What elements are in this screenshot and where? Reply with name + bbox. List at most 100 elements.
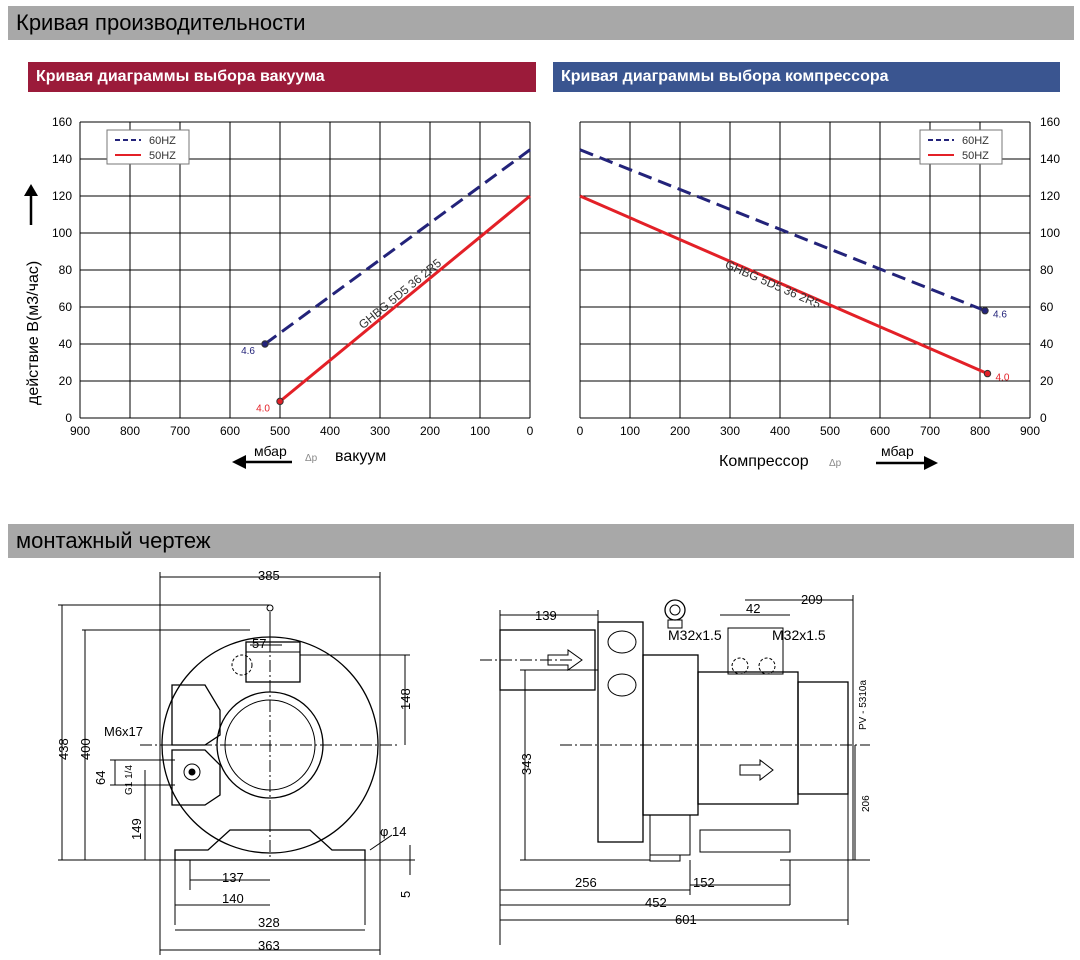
dim-phi-14: φ 14 <box>380 824 407 839</box>
dim-57: 57 <box>252 636 266 651</box>
x-tick-label: 200 <box>670 424 690 438</box>
series-line-60hz <box>579 148 986 313</box>
dim-42: 42 <box>746 601 760 616</box>
y-tick-label: 80 <box>1040 263 1054 277</box>
compressor-x-unit: мбар <box>881 443 914 459</box>
y-tick-label: 100 <box>52 226 72 240</box>
y-tick-label: 60 <box>59 300 73 314</box>
y-tick-label: 140 <box>52 152 72 166</box>
y-tick-label: 160 <box>1040 115 1060 129</box>
curve-model-label: GHBG 5D5 36 2R5 <box>723 257 823 311</box>
legend-label: 50HZ <box>149 150 176 162</box>
series-end-point <box>261 340 269 348</box>
x-tick-label: 300 <box>370 424 390 438</box>
series-end-point <box>276 397 284 406</box>
dim-137: 137 <box>222 870 244 885</box>
y-tick-label: 0 <box>65 411 72 425</box>
legend-label: 60HZ <box>149 135 176 147</box>
dim-5: 5 <box>398 891 413 898</box>
legend-box <box>919 129 1003 165</box>
side-view <box>480 595 870 945</box>
y-tick-label: 40 <box>1040 337 1054 351</box>
y-axis-up-arrow <box>24 184 38 225</box>
performance-section-title: Кривая производительности <box>8 6 1074 40</box>
drawing-section-title: монтажный чертеж <box>8 524 1074 558</box>
dim-400: 400 <box>78 738 93 760</box>
dim-206: 206 <box>861 795 872 812</box>
vacuum-left-arrow <box>232 455 292 469</box>
dim-140: 140 <box>222 891 244 906</box>
drawing-code: PV - 5310a <box>858 680 869 730</box>
dim-343: 343 <box>519 753 534 775</box>
dim-g1-1-4: G1 1/4 <box>124 765 135 795</box>
compressor-x-axis-label: Компрессор <box>719 453 809 470</box>
series-end-label: 4.0 <box>996 373 1010 384</box>
series-end-point <box>983 369 992 378</box>
y-tick-label: 40 <box>59 337 73 351</box>
dim-328: 328 <box>258 915 280 930</box>
vacuum-delta-p: Δp <box>305 453 318 464</box>
dim-64: 64 <box>93 771 108 785</box>
legend-box <box>106 129 190 165</box>
y-tick-label: 140 <box>1040 152 1060 166</box>
y-tick-label: 20 <box>1040 374 1054 388</box>
compressor-right-arrow <box>876 456 938 470</box>
front-view-dimensions: 385 57 438 400 148 M6x17 64 G1 1/4 149 φ… <box>56 568 413 953</box>
x-tick-label: 0 <box>577 424 584 438</box>
series-line-50hz <box>579 194 989 375</box>
vacuum-chart-title: Кривая диаграммы выбора вакуума <box>28 62 536 92</box>
x-tick-label: 700 <box>170 424 190 438</box>
dim-139: 139 <box>535 608 557 623</box>
legend-label: 50HZ <box>962 150 989 162</box>
x-tick-label: 700 <box>920 424 940 438</box>
series-line-60hz <box>264 148 531 346</box>
x-tick-label: 400 <box>770 424 790 438</box>
dim-452: 452 <box>645 895 667 910</box>
vacuum-x-axis-label: вакуум <box>335 448 386 465</box>
dim-209: 209 <box>801 592 823 607</box>
dim-148: 148 <box>398 688 413 710</box>
vacuum-x-unit: мбар <box>254 443 287 459</box>
x-tick-label: 900 <box>1020 424 1040 438</box>
x-tick-label: 500 <box>820 424 840 438</box>
dim-m32-right: M32x1.5 <box>772 627 826 643</box>
series-end-point <box>981 307 989 315</box>
x-tick-label: 400 <box>320 424 340 438</box>
x-tick-label: 600 <box>220 424 240 438</box>
dim-385: 385 <box>258 568 280 583</box>
x-tick-label: 0 <box>527 424 534 438</box>
y-tick-label: 120 <box>1040 189 1060 203</box>
dim-149: 149 <box>129 818 144 840</box>
dim-152: 152 <box>693 875 715 890</box>
legend-label: 60HZ <box>962 135 989 147</box>
x-tick-label: 600 <box>870 424 890 438</box>
y-tick-label: 20 <box>59 374 73 388</box>
dim-438: 438 <box>56 738 71 760</box>
series-end-label: 4.6 <box>241 346 255 357</box>
x-tick-label: 500 <box>270 424 290 438</box>
front-view <box>58 572 415 955</box>
x-tick-label: 800 <box>120 424 140 438</box>
side-view-dimensions: 139 42 209 M32x1.5 M32x1.5 PV - 5310a 34… <box>519 592 872 927</box>
compressor-chart-title: Кривая диаграммы выбора компрессора <box>553 62 1060 92</box>
dim-m6x17: M6x17 <box>104 724 143 739</box>
y-tick-label: 120 <box>52 189 72 203</box>
series-line-50hz <box>279 194 531 403</box>
dim-363: 363 <box>258 938 280 953</box>
y-tick-label: 60 <box>1040 300 1054 314</box>
series-end-label: 4.0 <box>256 403 270 414</box>
dim-m32-left: M32x1.5 <box>668 627 722 643</box>
vacuum-y-axis-label: действие B(м3/час) <box>25 261 42 405</box>
x-tick-label: 200 <box>420 424 440 438</box>
x-tick-label: 300 <box>720 424 740 438</box>
y-tick-label: 80 <box>59 263 73 277</box>
y-tick-label: 160 <box>52 115 72 129</box>
dim-601: 601 <box>675 912 697 927</box>
x-tick-label: 100 <box>470 424 490 438</box>
y-tick-label: 100 <box>1040 226 1060 240</box>
mounting-drawing: 385 57 438 400 148 M6x17 64 G1 1/4 149 φ… <box>56 568 872 955</box>
series-end-label: 4.6 <box>993 310 1007 321</box>
